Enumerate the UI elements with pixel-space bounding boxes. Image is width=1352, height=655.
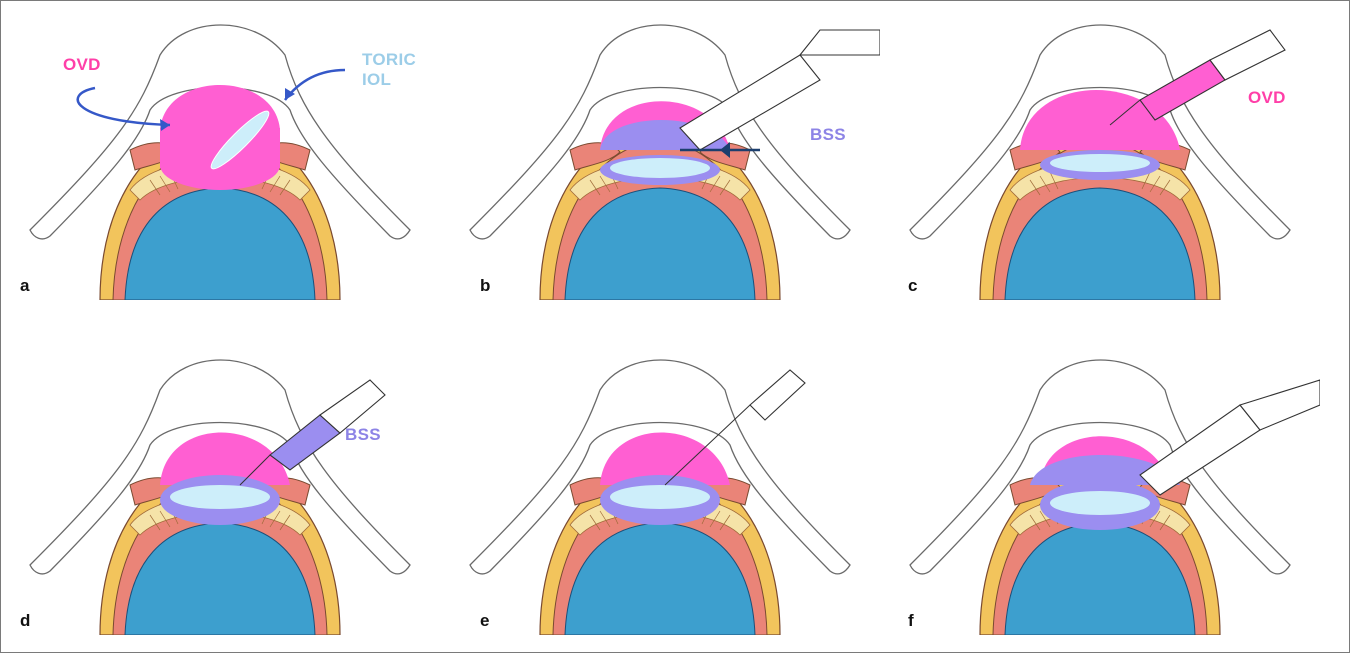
panel-b: BSS b [440, 0, 880, 300]
panel-c: OVD c [880, 0, 1320, 300]
panel-f: f [880, 335, 1320, 635]
ovd-label: OVD [63, 55, 101, 75]
panel-label-a: a [20, 276, 29, 296]
eye-diagram-a [0, 0, 440, 300]
ovd-label-c: OVD [1248, 88, 1286, 108]
panel-label-f: f [908, 611, 914, 631]
panel-label-d: d [20, 611, 30, 631]
eye-diagram-e [440, 335, 880, 635]
panel-label-c: c [908, 276, 917, 296]
bss-label: BSS [810, 125, 846, 145]
eye-diagram-c [880, 0, 1320, 300]
panel-d: BSS d [0, 335, 440, 635]
eye-diagram-d [0, 335, 440, 635]
toric-iol-label: TORIC IOL [362, 50, 440, 90]
eye-diagram-f [880, 335, 1320, 635]
eye-diagram-b [440, 0, 880, 300]
panel-label-e: e [480, 611, 489, 631]
panel-label-b: b [480, 276, 490, 296]
panel-a: OVD TORIC IOL a [0, 0, 440, 300]
panel-e: e [440, 335, 880, 635]
bss-label-d: BSS [345, 425, 381, 445]
